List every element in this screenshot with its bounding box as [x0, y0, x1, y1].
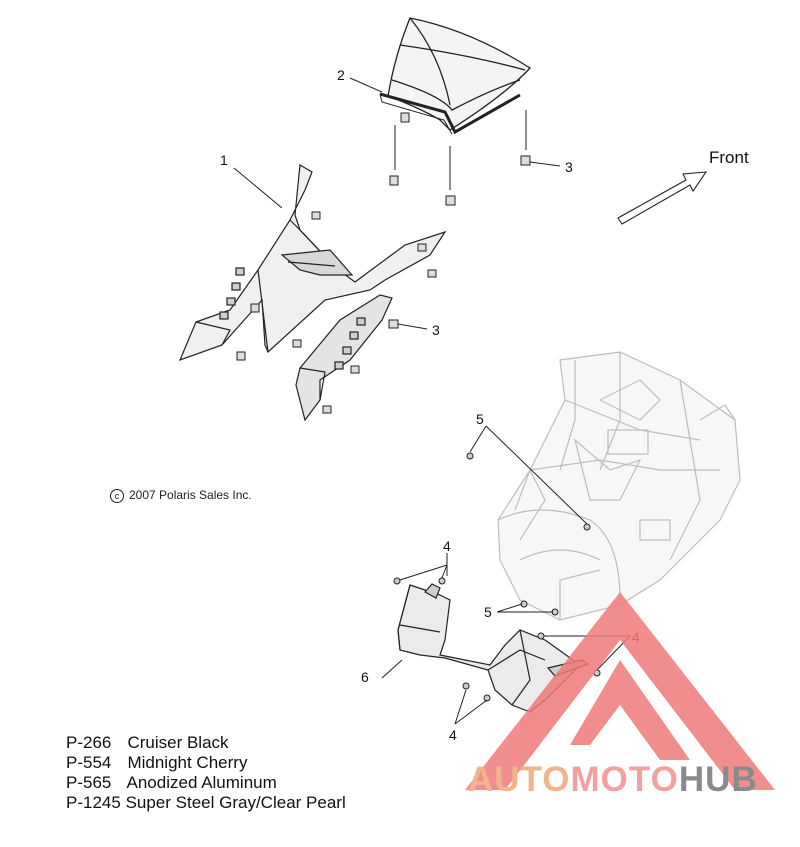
- front-label: Front: [709, 148, 749, 167]
- front-direction-arrow: Front: [617, 148, 749, 225]
- brand-hub: HUB: [678, 760, 758, 799]
- color-name: Super Steel Gray/Clear Pearl: [125, 793, 346, 812]
- callout-5-lower: 5: [484, 604, 492, 620]
- color-code-item: P-1245 Super Steel Gray/Clear Pearl: [66, 793, 346, 813]
- watermark-brand: AUTOMOTOHUB: [468, 760, 758, 800]
- callout-2: 2: [337, 67, 345, 83]
- frame-assembly: [497, 351, 741, 621]
- color-code: P-266: [66, 733, 112, 752]
- copyright-text: 2007 Polaris Sales Inc.: [129, 488, 252, 502]
- windshield-fasteners: [389, 110, 531, 206]
- windshield-part: [379, 17, 532, 135]
- color-name: Midnight Cherry: [127, 753, 248, 772]
- callout-5-upper: 5: [476, 411, 484, 427]
- color-name: Anodized Aluminum: [126, 773, 277, 792]
- color-code: P-565: [66, 773, 112, 792]
- copyright-symbol: c: [110, 489, 124, 503]
- color-code-item: P-266 Cruiser Black: [66, 733, 346, 753]
- watermark-logo-mark: [465, 592, 775, 790]
- callout-6: 6: [361, 669, 369, 685]
- color-code-list: P-266 Cruiser Black P-554 Midnight Cherr…: [66, 733, 346, 813]
- color-code-item: P-565 Anodized Aluminum: [66, 773, 346, 793]
- callout-3-lower: 3: [432, 322, 440, 338]
- color-code: P-1245: [66, 793, 121, 812]
- color-code: P-554: [66, 753, 112, 772]
- callout-4-bottom: 4: [449, 727, 457, 743]
- fairing-fasteners: [236, 211, 437, 414]
- brand-moto: MOTO: [570, 760, 679, 799]
- callout-1: 1: [220, 152, 228, 168]
- color-name: Cruiser Black: [127, 733, 229, 752]
- lower-fasteners: [393, 452, 601, 702]
- leader-lines: [233, 77, 631, 725]
- front-fairing-part: [178, 164, 447, 422]
- callout-4-top: 4: [443, 538, 451, 554]
- callout-3-upper: 3: [565, 159, 573, 175]
- copyright-notice: c 2007 Polaris Sales Inc.: [110, 488, 252, 503]
- color-code-item: P-554 Midnight Cherry: [66, 753, 346, 773]
- brand-auto: AUTO: [468, 760, 571, 799]
